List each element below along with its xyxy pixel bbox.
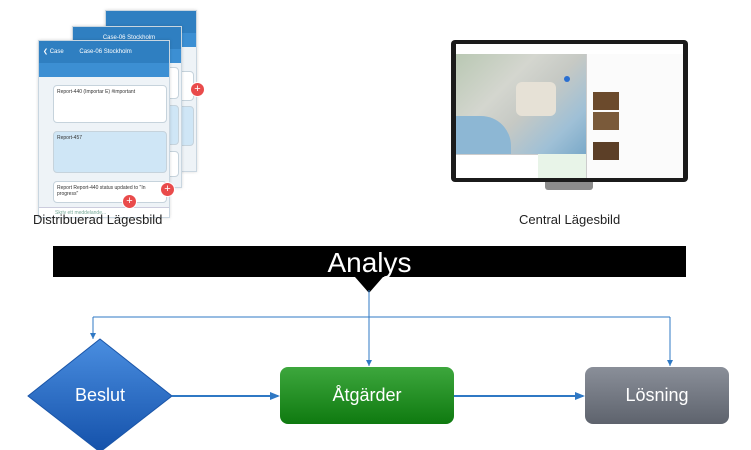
feed-photo xyxy=(593,92,619,110)
map-building xyxy=(516,82,556,116)
beslut-label: Beslut xyxy=(74,385,126,405)
caption-central: Central Lägesbild xyxy=(519,212,621,227)
analys-bar: Analys xyxy=(53,246,686,278)
message-text: Report-440 (Importar E) #important xyxy=(57,89,136,95)
arrowhead xyxy=(270,392,280,400)
arrowhead xyxy=(575,392,585,400)
map-marker-icon[interactable] xyxy=(564,76,570,82)
caption-distributed: Distribuerad Lägesbild xyxy=(33,212,163,227)
analys-down-arrow xyxy=(355,277,383,293)
message-input[interactable]: Skriv ett meddelande... xyxy=(39,207,169,217)
monitor-stand xyxy=(545,182,593,190)
phone-tabs xyxy=(39,63,169,77)
add-icon[interactable]: + xyxy=(160,182,175,197)
feed-photo xyxy=(593,142,619,160)
add-icon[interactable]: + xyxy=(122,194,137,209)
message-card: Report-457 xyxy=(53,131,167,173)
map-view[interactable] xyxy=(456,54,586,154)
add-icon[interactable]: + xyxy=(190,82,205,97)
message-text: Report-457 xyxy=(57,135,83,141)
arrowhead xyxy=(366,360,372,366)
phone-screenshot-front: ❮ Case Case-06 Stockholm Report-440 (Imp… xyxy=(38,40,170,218)
feed-panel xyxy=(586,54,683,178)
phone-header-title: Case-06 Stockholm xyxy=(102,35,156,41)
beslut-diamond[interactable] xyxy=(27,338,173,450)
message-card: Report-440 (Importar E) #important xyxy=(53,85,167,123)
message-card: Report Report-440 status updated to "In … xyxy=(53,181,167,203)
back-label[interactable]: Case xyxy=(49,49,64,55)
losning-box[interactable]: Lösning xyxy=(585,367,729,424)
arrowhead xyxy=(90,333,96,339)
arrowhead xyxy=(667,360,673,366)
message-input-placeholder: Skriv ett meddelande... xyxy=(55,210,107,216)
back-icon[interactable]: ❮ xyxy=(43,49,49,55)
atgarder-box[interactable]: Åtgärder xyxy=(280,367,454,424)
monitor-screen xyxy=(456,44,683,178)
phone-header-title: Case-06 Stockholm xyxy=(79,49,132,55)
status-highlight xyxy=(538,154,586,178)
message-text: Report Report-440 status updated to "In … xyxy=(57,185,146,197)
phone-header: ❮ Case Case-06 Stockholm xyxy=(39,41,169,63)
feed-photo xyxy=(593,112,619,130)
